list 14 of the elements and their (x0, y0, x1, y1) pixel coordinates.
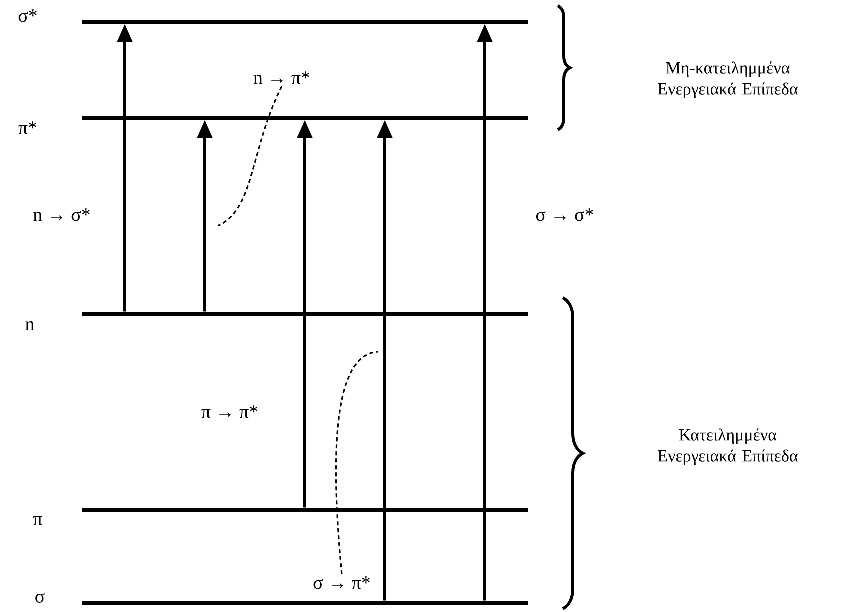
leader-line (335, 351, 378, 575)
transition-label: σ → σ* (536, 208, 594, 222)
level-label: σ (36, 593, 45, 603)
level-label: n (26, 322, 34, 330)
group-label: Μη-κατειλημμένα Ενεργειακά Επίπεδα (658, 62, 798, 98)
transition-label: σ → π* (314, 576, 370, 590)
level-label: π* (18, 122, 37, 134)
transition-label: π → π* (202, 406, 258, 418)
level-label: π (33, 516, 43, 526)
transition-label: n → σ* (34, 208, 90, 222)
leader-line (218, 86, 283, 227)
group-label: Κατειλημμένα Ενεργειακά Επίπεδα (658, 428, 798, 466)
level-label: σ* (18, 10, 37, 22)
transition-label: n → π* (254, 72, 310, 84)
